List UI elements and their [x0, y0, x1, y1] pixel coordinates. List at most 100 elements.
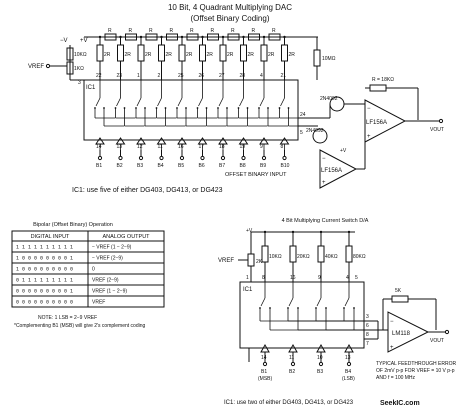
resistor-2r	[178, 44, 186, 62]
watermark: SeekIC.com	[380, 400, 420, 407]
top-bit-label: B5	[178, 163, 184, 169]
top-pin-number: 21	[281, 73, 287, 79]
bottom-pin-number: 13	[345, 355, 351, 361]
resistor-r-label: R	[252, 28, 256, 34]
top-r10meg: 10MΩ	[322, 56, 336, 62]
top-pin-number: 11	[158, 144, 163, 150]
top-pin-5: 5	[300, 130, 303, 136]
bottom-switch-array	[259, 282, 364, 353]
bottom-r2k: 2K	[256, 259, 263, 265]
resistor-2r-label: 2R	[104, 52, 111, 58]
bottom-pin-number: 8	[262, 275, 265, 281]
top-pin-number: 25	[178, 73, 184, 79]
top-pin-number: 27	[219, 73, 225, 79]
resistor-2r-label: 2R	[268, 52, 275, 58]
resistor-2r-label: 2R	[186, 52, 193, 58]
bottom-op: LM118	[392, 331, 411, 337]
table-cell-analog: 0	[92, 267, 95, 273]
resistor-2r-label: 2R	[207, 52, 214, 58]
bottom-plus-v: +V	[246, 228, 253, 234]
resistor-4	[345, 245, 353, 263]
top-pin-number: 28	[240, 73, 246, 79]
svg-text:+: +	[390, 345, 394, 351]
resistor-2r-label: 2R	[166, 52, 173, 58]
resistor-r-label: R	[190, 28, 194, 34]
transistor-q2	[312, 128, 328, 144]
bit-input-terminal	[179, 155, 185, 161]
bottom-pin-number: 11	[289, 355, 294, 361]
table-cell-analog: − VREF (1 − 2−9)	[92, 245, 132, 251]
svg-text:−: −	[390, 319, 394, 325]
resistor-r	[186, 33, 199, 41]
bit-input-terminal	[261, 155, 267, 161]
top-pin-number: 22	[96, 73, 102, 79]
top-pin-number: 19	[240, 144, 246, 150]
bit-input-terminal	[200, 155, 205, 161]
resistor-2r-label: 2R	[248, 52, 255, 58]
table-cell-analog: VREF (1 − 2−9)	[92, 289, 127, 295]
top-bit-label: B8	[240, 163, 246, 169]
bottom-pin-number: 9	[318, 275, 321, 281]
top-bit-label: B3	[137, 163, 143, 169]
bottom-feed2: OF 2mV p-p FOR VREF = 10 V p-p	[376, 368, 455, 374]
top-r1k: 1KΩ	[74, 66, 84, 72]
resistor-1	[261, 245, 269, 263]
top-op1: LF156A	[366, 120, 387, 126]
top-pin-number: 16	[178, 144, 184, 150]
top-ic1-label: IC1	[86, 85, 96, 91]
top-bit-label: B6	[199, 163, 205, 169]
resistor-r-label: R	[149, 28, 153, 34]
table-cell-analog: VREF (2−9)	[92, 278, 119, 284]
bottom-bit-label: B1	[261, 369, 267, 375]
top-bit-label: B1	[96, 163, 102, 169]
table-cell-analog: VREF	[92, 300, 105, 306]
resistor-r	[145, 33, 158, 41]
top-subtitle: (Offset Binary Coding)	[191, 14, 270, 23]
bottom-ic1	[239, 281, 365, 349]
top-pin-number: 17	[199, 144, 205, 150]
bottom-feed3: AND f = 100 MHz	[376, 375, 416, 381]
top-pin-number: 13	[117, 144, 123, 150]
svg-text:+: +	[322, 180, 326, 186]
top-q1: 2N4092	[320, 96, 338, 102]
table-header-analog: ANALOG OUTPUT	[102, 234, 150, 240]
top-r18k: R = 18KΩ	[372, 77, 394, 83]
bottom-bit-note: (LSB)	[342, 376, 355, 382]
resistor-2r-label: 2R	[289, 52, 296, 58]
bottom-pin-number: 1	[246, 275, 249, 281]
top-op2-plusv: +V	[340, 148, 347, 154]
resistor-r-label: R	[211, 28, 215, 34]
resistor-2r	[219, 44, 227, 62]
resistor-2	[289, 245, 297, 263]
top-title: 10 Bit, 4 Quadrant Multiplying DAC	[168, 3, 292, 12]
top-vout: VOUT	[430, 127, 444, 133]
bit-input-terminal	[118, 155, 123, 161]
bottom-pin-number: 5	[355, 275, 358, 281]
svg-text:+: +	[367, 134, 371, 140]
table-foot2: *Complementing B1 (MSB) will give 2's co…	[14, 323, 146, 329]
bottom-resistor-label: 10KΩ	[269, 254, 282, 260]
top-pin-24: 24	[300, 112, 306, 118]
table-header-digital: DIGITAL INPUT	[31, 234, 70, 240]
top-pin-left: 3	[78, 80, 81, 86]
top-bit-label: B7	[219, 163, 225, 169]
bottom-pin-number: 7	[366, 341, 369, 347]
top-pin-number: 23	[117, 73, 123, 79]
bottom-ic1-label: IC1	[243, 287, 253, 293]
bottom-bit-label: B2	[289, 369, 295, 375]
top-q2: 2N4092	[306, 128, 324, 134]
resistor-1k	[66, 61, 74, 75]
table-cell-digital: 0 0 0 0 0 0 0 0 0 1	[16, 289, 73, 295]
bit-input-terminal	[318, 361, 324, 367]
resistor-r-label: R	[108, 28, 112, 34]
bottom-pin-number: 3	[366, 314, 369, 320]
bottom-resistor-label: 40KΩ	[325, 254, 338, 260]
top-pin-number: 4	[260, 73, 263, 79]
table-cell-digital: 0 1 1 1 1 1 1 1 1 1	[16, 278, 73, 284]
bottom-pin-number: 4	[346, 275, 349, 281]
bottom-feed1: TYPICAL FEEDTHROUGH ERROR	[376, 361, 456, 367]
bit-input-terminal	[138, 155, 144, 161]
bit-input-terminal	[220, 155, 226, 161]
bit-input-terminal	[262, 361, 268, 367]
